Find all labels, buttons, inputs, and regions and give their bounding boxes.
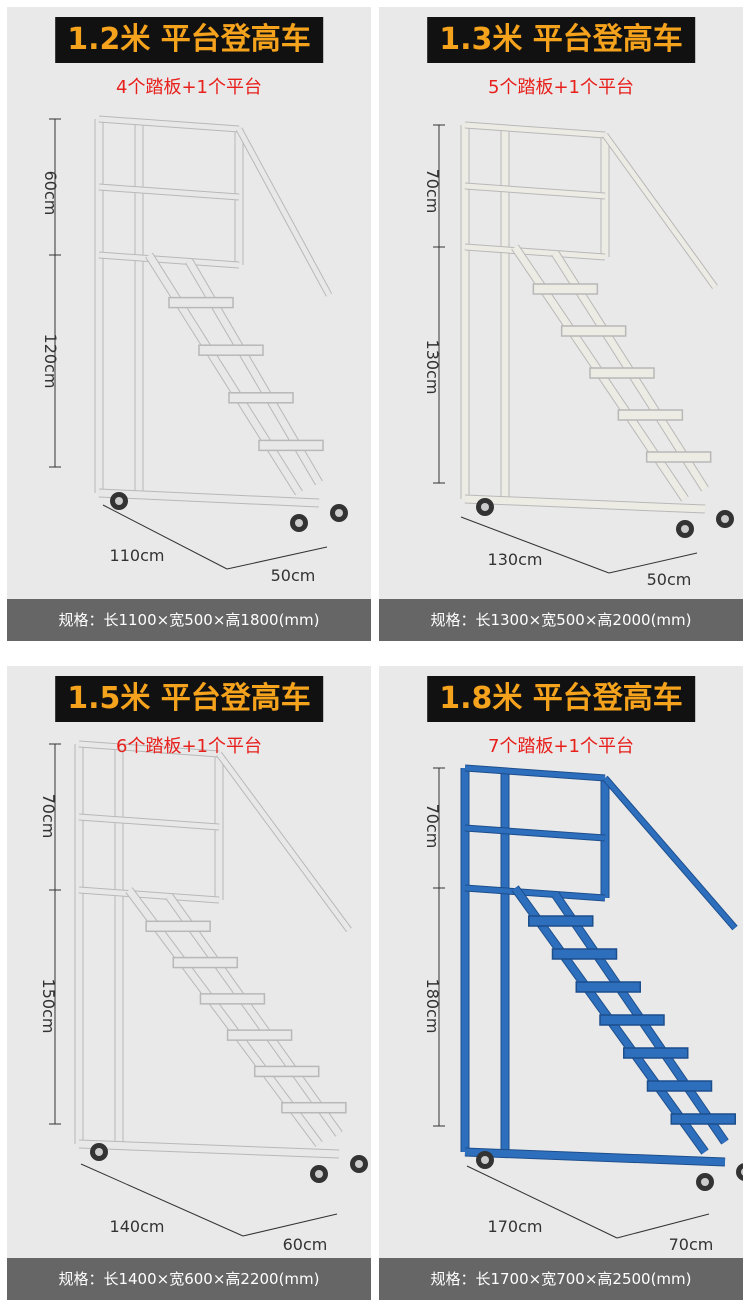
height-top-label: 60cm <box>41 171 60 216</box>
height-bottom-label: 120cm <box>41 334 60 389</box>
height-bottom-label: 130cm <box>423 340 442 395</box>
spec-bar: 规格：长1300×宽500×高2000(mm) <box>379 599 743 641</box>
width-label: 50cm <box>647 570 692 589</box>
spec-bar: 规格：长1100×宽500×高1800(mm) <box>7 599 371 641</box>
ladder-illustration-3: 70cm 150cm 140cm 60cm <box>39 740 368 1254</box>
product-title: 1.3米 平台登高车 <box>427 17 695 63</box>
product-subtitle: 5个踏板+1个平台 <box>488 77 634 98</box>
length-label: 130cm <box>488 550 543 569</box>
product-panel-1: 60cm 120cm 110cm 50cm 1.2米 平台登高车 4个踏板+1个… <box>7 7 371 641</box>
height-top-label: 70cm <box>423 169 442 214</box>
width-label: 70cm <box>669 1235 714 1254</box>
product-title: 1.8米 平台登高车 <box>427 676 695 722</box>
ladder-illustration-1: 60cm 120cm 110cm 50cm <box>41 115 348 585</box>
height-top-label: 70cm <box>39 794 58 839</box>
product-subtitle: 6个踏板+1个平台 <box>116 736 262 757</box>
product-panel-4: 70cm 180cm 170cm 70cm 1.8米 平台登高车 7个踏板+1个… <box>379 666 743 1300</box>
length-label: 140cm <box>110 1217 165 1236</box>
spec-bar: 规格：长1400×宽600×高2200(mm) <box>7 1258 371 1300</box>
width-label: 50cm <box>271 566 316 585</box>
product-title: 1.5米 平台登高车 <box>55 676 323 722</box>
product-panel-2: 70cm 130cm 130cm 50cm 1.3米 平台登高车 5个踏板+1个… <box>379 7 743 641</box>
product-title: 1.2米 平台登高车 <box>55 17 323 63</box>
height-bottom-label: 150cm <box>39 979 58 1034</box>
width-label: 60cm <box>283 1235 328 1254</box>
length-label: 170cm <box>488 1217 543 1236</box>
ladder-illustration-2: 70cm 130cm 130cm 50cm <box>423 121 734 589</box>
ladder-illustration-4: 70cm 180cm 170cm 70cm <box>423 764 743 1254</box>
product-subtitle: 7个踏板+1个平台 <box>488 736 634 757</box>
product-subtitle: 4个踏板+1个平台 <box>116 77 262 98</box>
height-bottom-label: 180cm <box>423 979 442 1034</box>
product-panel-3: 70cm 150cm 140cm 60cm 1.5米 平台登高车 6个踏板+1个… <box>7 666 371 1300</box>
spec-bar: 规格：长1700×宽700×高2500(mm) <box>379 1258 743 1300</box>
length-label: 110cm <box>110 546 165 565</box>
height-top-label: 70cm <box>423 804 442 849</box>
